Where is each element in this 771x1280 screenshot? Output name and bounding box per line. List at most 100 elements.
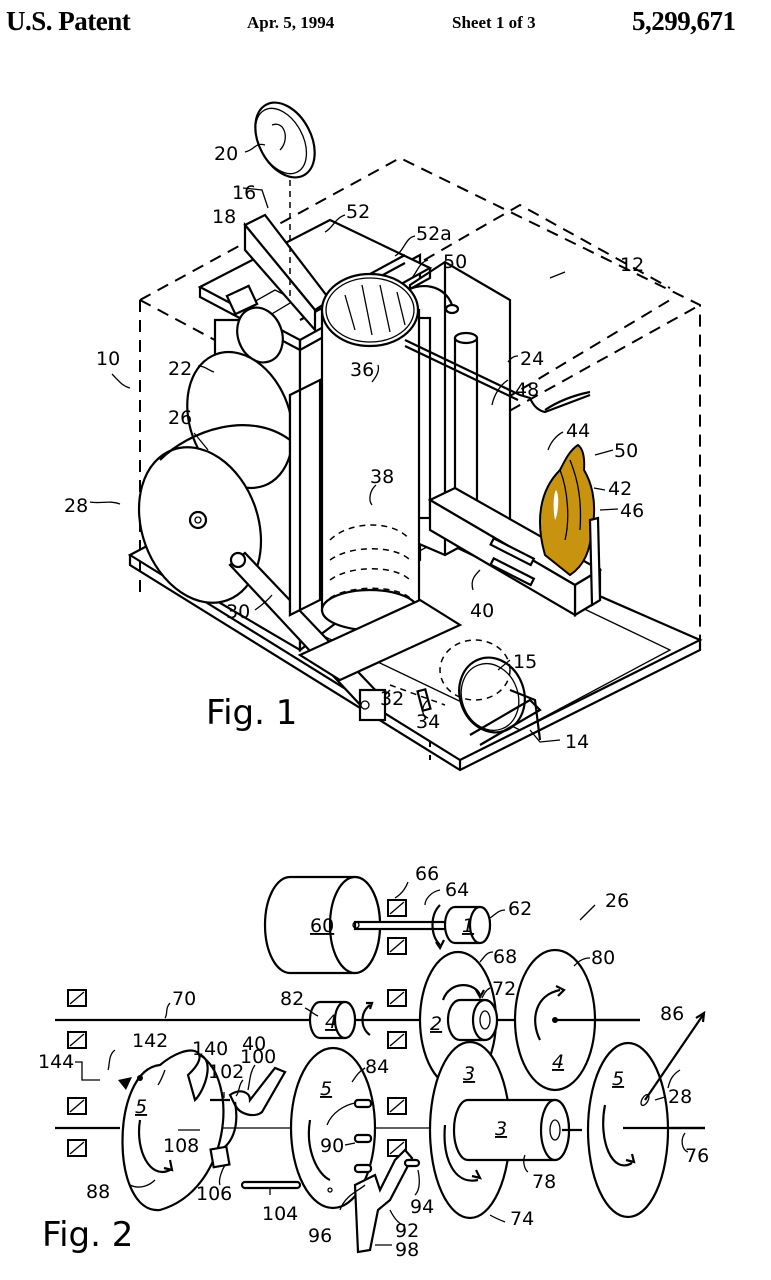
ref-94: 94 <box>410 1196 434 1218</box>
ref-26: 26 <box>168 407 192 429</box>
ref-34: 34 <box>416 711 440 733</box>
gear-number-5a: 5 <box>135 1096 147 1118</box>
figure-1: 20 16 18 52 52a 50 12 10 22 24 36 26 48 … <box>64 101 703 772</box>
sheet-number: Sheet 1 of 3 <box>452 13 536 32</box>
holder-46 <box>588 516 602 607</box>
patent-date: Apr. 5, 1994 <box>247 13 335 32</box>
ref-100: 100 <box>240 1046 276 1068</box>
rod-104 <box>240 1180 302 1190</box>
ref-40: 40 <box>242 1033 266 1055</box>
ref-15: 15 <box>513 651 537 673</box>
gear-number-3b: 3 <box>495 1118 507 1140</box>
gear-80 <box>513 948 640 1092</box>
ref-28: 28 <box>64 495 88 517</box>
ref-46: 46 <box>620 500 644 522</box>
gear-number-4a: 4 <box>325 1011 337 1033</box>
hand-42 <box>539 443 596 577</box>
ref-22: 22 <box>168 358 192 380</box>
ref-62: 62 <box>508 898 532 920</box>
ref-12: 12 <box>620 254 644 276</box>
figure-2-caption: Fig. 2 <box>42 1215 133 1255</box>
tumbler-cylinder-36 <box>320 272 421 632</box>
ref-24: 24 <box>520 348 544 370</box>
ref-88: 88 <box>86 1181 110 1203</box>
gear-number-5c: 5 <box>612 1068 624 1090</box>
ref-42: 42 <box>608 478 632 500</box>
figure-2: 66 64 62 26 68 80 72 70 82 86 142 140 40… <box>38 863 709 1261</box>
ref-108: 108 <box>163 1135 199 1157</box>
ref-14: 14 <box>565 731 589 753</box>
ref-70: 70 <box>172 988 196 1010</box>
ref-32: 32 <box>380 688 404 710</box>
pawl-92 <box>353 1148 421 1254</box>
ref-44: 44 <box>566 420 590 442</box>
ref-20: 20 <box>214 143 238 165</box>
ref-10: 10 <box>96 348 120 370</box>
lens-disc-20 <box>254 101 316 179</box>
platform-tray <box>297 598 463 682</box>
ref-72: 72 <box>492 978 516 1000</box>
figure-1-caption: Fig. 1 <box>206 693 297 733</box>
gear-number-4b: 4 <box>552 1051 564 1073</box>
upright-post <box>288 378 322 617</box>
ref-82: 82 <box>280 988 304 1010</box>
ref-64: 64 <box>445 879 469 901</box>
ref-60: 60 <box>310 915 334 937</box>
ref-26: 26 <box>605 890 629 912</box>
ref-50-top: 50 <box>443 251 467 273</box>
gear-number-3a: 3 <box>463 1063 475 1085</box>
ref-18: 18 <box>212 206 236 228</box>
ref-142: 142 <box>132 1030 168 1052</box>
patent-label: U.S. Patent <box>6 6 131 36</box>
gear-82 <box>308 1000 374 1040</box>
ref-86: 86 <box>660 1003 684 1025</box>
ref-96: 96 <box>308 1225 332 1247</box>
ref-98: 98 <box>395 1239 419 1261</box>
ref-78: 78 <box>532 1171 556 1193</box>
gear-62 <box>431 904 492 951</box>
ref-52a: 52a <box>416 223 452 245</box>
gear-84 <box>289 1046 377 1210</box>
fig1-reference-labels: 20 16 18 52 52a 50 12 10 22 24 36 26 48 … <box>64 143 644 753</box>
ref-30: 30 <box>226 601 250 623</box>
fig2-leaders <box>75 881 689 1246</box>
gear-74 <box>428 1040 582 1220</box>
motor-60 <box>263 875 457 975</box>
ref-92: 92 <box>395 1220 419 1242</box>
ref-76: 76 <box>685 1145 709 1167</box>
lens-holder-14 <box>469 688 542 746</box>
patent-number: 5,299,671 <box>632 6 736 36</box>
ref-52: 52 <box>346 201 370 223</box>
ref-144: 144 <box>38 1051 74 1073</box>
ref-38: 38 <box>370 466 394 488</box>
ref-66: 66 <box>415 863 439 885</box>
ref-74: 74 <box>510 1208 534 1230</box>
lens-batch-38 <box>329 524 411 599</box>
ref-140: 140 <box>192 1038 228 1060</box>
lever-32-34 <box>389 684 446 713</box>
ref-28: 28 <box>668 1086 692 1108</box>
fig2-reference-labels: 66 64 62 26 68 80 72 70 82 86 142 140 40… <box>38 863 709 1261</box>
ref-50-hand: 50 <box>614 440 638 462</box>
cam-88 <box>118 1049 225 1212</box>
ref-90: 90 <box>320 1135 344 1157</box>
wash-tube-48 <box>404 339 591 414</box>
lever-40 <box>209 1066 287 1169</box>
ref-104: 104 <box>262 1203 298 1225</box>
ref-36: 36 <box>350 359 374 381</box>
fig1-leaders <box>89 143 619 743</box>
ref-102: 102 <box>208 1061 244 1083</box>
ref-84: 84 <box>365 1056 389 1078</box>
ref-106: 106 <box>196 1183 232 1205</box>
fig2-gear-numbers: 1 2 4 4 3 3 5 5 5 <box>135 915 624 1140</box>
gear-number-1: 1 <box>462 915 474 937</box>
tube-50 <box>544 390 591 411</box>
gear-number-5b: 5 <box>320 1078 332 1100</box>
ref-40: 40 <box>470 600 494 622</box>
ref-68: 68 <box>493 946 517 968</box>
gear-number-2: 2 <box>430 1013 442 1035</box>
ref-80: 80 <box>591 947 615 969</box>
wheel-28 <box>586 1010 706 1219</box>
ref-16: 16 <box>232 182 256 204</box>
